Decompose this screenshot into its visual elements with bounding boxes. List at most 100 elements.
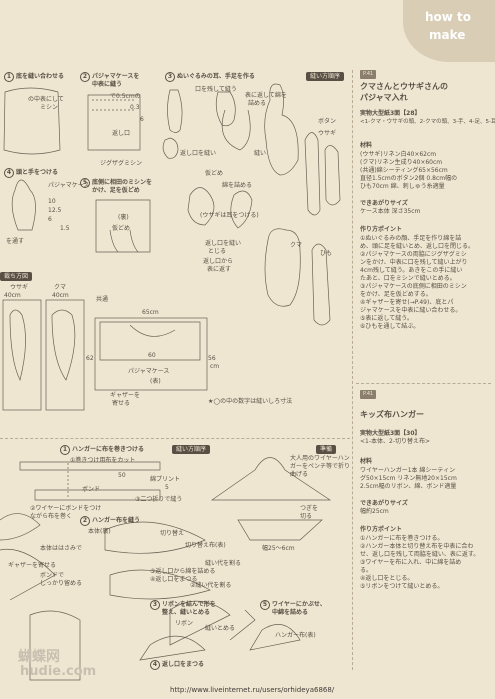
hanger-material: ワイヤーハンガー1本 綿シーティン (360, 467, 456, 474)
hanger-note: ボンド (82, 486, 101, 493)
hanger-note: ③返し口から綿を詰める (150, 568, 216, 575)
pajama-material: (ウサギ)リネン白40×62cm (360, 151, 437, 158)
dim: 65cm (142, 309, 159, 316)
note: 6 (48, 216, 52, 223)
drawing-strip (19, 461, 161, 471)
hanger-step-3-title-b: 整え、縫いとめる (162, 609, 211, 616)
hanger-note: ギャザーを寄せる (8, 562, 57, 569)
note: 仮どめ (112, 225, 131, 232)
pajama-point: ジャマケースを中表に縫い合わせる。 (360, 307, 462, 314)
column-divider (352, 70, 353, 670)
hanger-point: ①ハンガーに布を巻きつける。 (360, 535, 444, 542)
hanger-note: 切り替え (160, 530, 185, 537)
pajama-size: ケース本体 深さ35cm (360, 208, 421, 215)
note: 10 (48, 198, 56, 205)
hanger-note: ガーをペンチ等で折り (290, 463, 351, 470)
hanger-note: 曲げる (290, 471, 309, 478)
figure-label: クマ (290, 242, 303, 249)
pajama-material: ひも70cm 綿、刺しゅう糸適量 (360, 183, 445, 190)
dim: ウサギ (10, 284, 29, 291)
hanger-material: グ50×15cm リネン無地20×15cm (360, 475, 457, 482)
note: 綿を詰める (222, 182, 253, 189)
dim: (表) (150, 378, 161, 385)
hanger-note: ハンガー布(表) (275, 632, 316, 639)
hanger-point: ③ワイヤーを布に入れ、中に綿を詰め (360, 559, 462, 566)
drawing-case-front (87, 94, 141, 151)
hanger-materials-head: 材料 (360, 458, 373, 465)
drawing-bunny-small (11, 179, 36, 231)
drawing-bunny-pajama (264, 83, 299, 176)
source-url: http://www.liveinternet.ru/users/orhidey… (170, 686, 335, 694)
pajama-point: ①ぬいぐるみの顔、手足を作り綿を詰 (360, 235, 462, 242)
note: パジャマケース (48, 182, 90, 189)
hanger-note: ボンドで (40, 572, 65, 579)
note: 返し口 (112, 130, 131, 137)
hanger-size: 幅約25cm (360, 508, 389, 515)
figure-label: ウサギ (318, 130, 337, 137)
hanger-note: 縫い代を割る (205, 560, 242, 567)
dim: 60 (148, 352, 156, 359)
pajama-point: ⑤表に返して縫う。 (360, 315, 413, 322)
pajama-pattern-body: <1-クマ・ウサギの頭、2-クマの頭、3-手、4-足、5-耳> (360, 119, 495, 125)
step-2-title-b: 中表に縫う (92, 81, 123, 88)
figure-label: 縫い (254, 150, 267, 157)
figure-label: ボタン (318, 118, 337, 125)
watermark-logo-text: 蝴蝶网 (18, 649, 60, 665)
pajama-point: 4cm残して縫う。あきをこの手に縫い (360, 267, 463, 274)
drawing-case-step5 (95, 199, 151, 253)
hanger-note: ①巻きつけ用布をカット (70, 457, 136, 464)
note: ジグザグミシン (100, 160, 143, 167)
hanger-note: 本体(裏) (88, 528, 111, 535)
note: を通す (6, 238, 25, 245)
hanger-note: ②縫い代を割る (190, 582, 232, 589)
step-5-title-b: かけ、足を仮どめ (92, 187, 140, 194)
hanger-step-5-title-b: 中綿を詰める (272, 609, 309, 616)
hanger-note: 大人用のワイヤーハン (290, 455, 350, 462)
note: 0.3 (130, 104, 140, 111)
hanger-note: しっかり留める (40, 580, 83, 587)
drawing-ear (167, 89, 183, 133)
watermark-domain: hudie.com (20, 664, 97, 679)
drawing-hanger-cover (104, 521, 206, 554)
dim: パジャマケース (128, 368, 170, 375)
hanger-pattern-body: <1-本体、2-切り替え布> (360, 438, 431, 445)
dim: 寄せる (112, 400, 131, 407)
hanger-note: 縫いとめる (205, 625, 236, 632)
hanger-pattern-head: 実物大型紙3面【30】 (360, 430, 421, 437)
dim: 62 (86, 355, 94, 362)
left-section-divider (0, 438, 350, 439)
hanger-point: ②ハンガー本体と切り替え布を中表に合わ (360, 543, 474, 550)
page-ref-hanger: P.41 (360, 390, 377, 399)
hanger-note: 本体ははさみで (40, 545, 83, 552)
hanger-note: ②ワイヤーにボンドをつけ (30, 505, 102, 512)
note: ミシン (40, 104, 59, 111)
note: (ウサギは耳をつける) (200, 212, 259, 219)
pajama-point: ンをかけ、中表に口を残して縫い上がり (360, 259, 468, 266)
drawing-hanger-wire (210, 457, 332, 501)
page-ref-pajama: P.41 (360, 70, 377, 79)
hanger-note: 5 (165, 484, 169, 491)
cutting-note: ★◯の中の数字は縫いしろ寸法 (208, 398, 293, 405)
hanger-point: せ、返し口を残して両脇を縫い、表に返す。 (360, 551, 480, 558)
badge-line2: make (429, 28, 466, 42)
drawing-case-bottom (3, 87, 61, 155)
hanger-note: ④返し口をまつる (150, 576, 198, 583)
pajama-point: ②パジャマケースの両脇にジグザグミシ (360, 251, 467, 258)
note: 返し口を縫い (180, 150, 217, 157)
pajama-point: ⑥ひもを通して結ぶ。 (360, 323, 420, 330)
hanger-note: ③二つ折りで縫う (135, 496, 183, 503)
pajama-material: 直径1.5cmのボタン2個 0.8cm幅の (360, 175, 458, 182)
hanger-title: キッズ布ハンガー (360, 410, 424, 419)
pajama-title-b: パジャマ入れ (360, 93, 408, 102)
hanger-size-head: できあがりサイズ (360, 500, 408, 507)
note: (裏) (118, 214, 129, 221)
drawing-bear-pajama (264, 228, 301, 307)
